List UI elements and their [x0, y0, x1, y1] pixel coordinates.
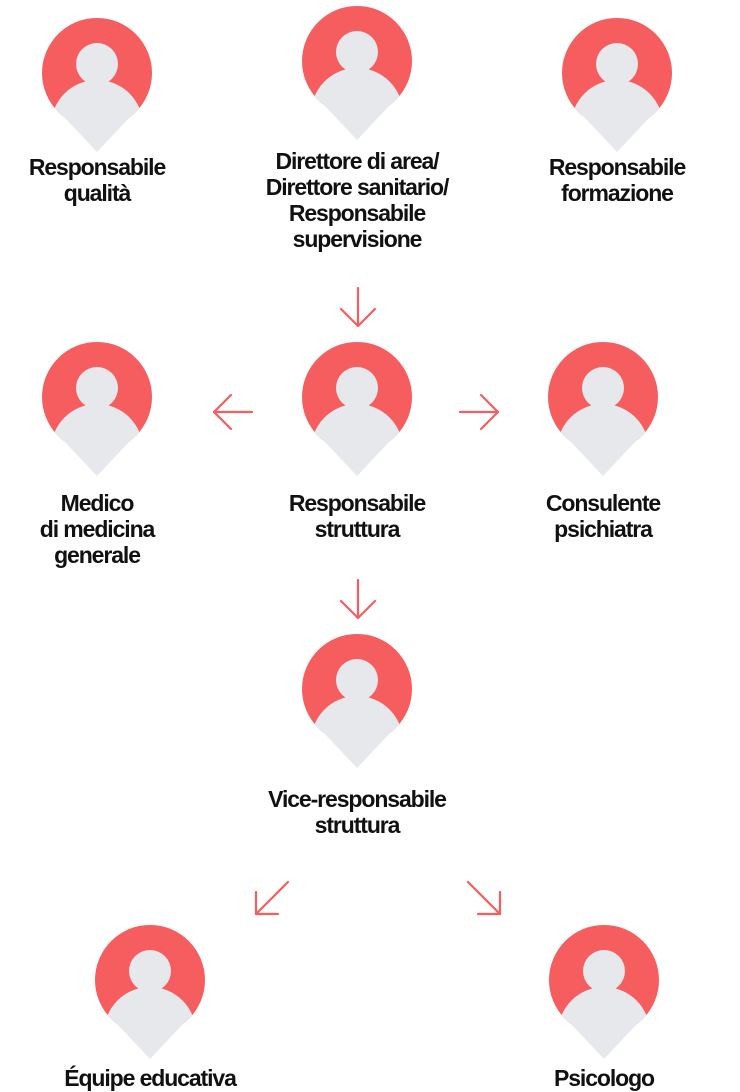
person-icon — [549, 925, 659, 1061]
node-label: Équipe educativa — [64, 1065, 237, 1091]
arrow-down-icon — [336, 578, 380, 622]
person-icon — [548, 342, 658, 478]
node-label: Responsabile qualità — [28, 154, 166, 206]
node-label: Direttore di area/ Direttore sanitario/ … — [265, 148, 450, 252]
node-label: Consulente psichiatra — [545, 490, 661, 542]
node-label: Responsabile struttura — [288, 490, 426, 542]
node-label: Psicologo — [553, 1065, 655, 1091]
arrow-down-icon — [336, 286, 380, 330]
person-icon — [302, 6, 412, 142]
arrow-down-right-icon — [462, 876, 506, 920]
node-label: Vice-responsabile struttura — [268, 786, 447, 838]
person-icon — [42, 18, 152, 154]
arrow-right-icon — [458, 390, 502, 434]
arrow-down-left-icon — [250, 876, 294, 920]
node-label: Medico di medicina generale — [39, 490, 156, 568]
person-icon — [302, 634, 412, 770]
person-icon — [42, 342, 152, 478]
person-icon — [562, 18, 672, 154]
person-icon — [302, 342, 412, 478]
person-icon — [95, 925, 205, 1061]
node-label: Responsabile formazione — [548, 154, 686, 206]
arrow-left-icon — [210, 390, 254, 434]
